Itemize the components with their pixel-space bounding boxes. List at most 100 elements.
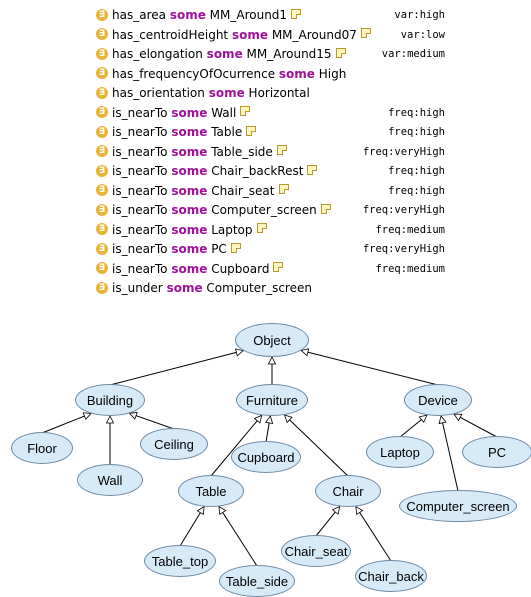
class-node-ceiling[interactable]: Ceiling xyxy=(140,428,208,460)
axiom-keyword: some xyxy=(206,47,243,61)
annotation-note-icon[interactable] xyxy=(273,262,284,272)
subclass-arrowhead xyxy=(438,415,447,425)
class-node-label: Table_top xyxy=(151,553,209,569)
class-node-floor[interactable]: Floor xyxy=(11,432,73,464)
axiom-row[interactable]: ∃ is_nearTo some Laptop freq:medium xyxy=(96,221,531,241)
class-node-label: Ceiling xyxy=(154,436,194,452)
axiom-annotation-value: freq:medium xyxy=(375,223,445,236)
axiom-filler: Cupboard xyxy=(211,261,270,276)
class-node-chair[interactable]: Chair xyxy=(315,475,381,507)
annotation-note-icon[interactable] xyxy=(360,28,371,38)
axiom-filler: MM_Around07 xyxy=(271,27,357,42)
axiom-filler: MM_Around15 xyxy=(246,47,332,61)
axiom-row[interactable]: ∃has_orientation some Horizontal xyxy=(96,84,531,104)
axiom-property: has_elongation xyxy=(112,47,203,61)
axiom-annotation-value: var:low xyxy=(400,28,445,41)
existential-icon: ∃ xyxy=(96,86,108,99)
annotation-note-icon[interactable] xyxy=(320,203,331,214)
subclass-arrowhead xyxy=(453,413,463,422)
axiom-keyword: some xyxy=(208,86,245,100)
class-node-object[interactable]: Object xyxy=(235,323,309,357)
axiom-property: has_orientation xyxy=(112,86,205,100)
axiom-filler: Table xyxy=(211,125,243,139)
existential-icon: ∃ xyxy=(96,145,108,157)
class-node-label: Wall xyxy=(97,472,123,488)
subclass-arrowhead xyxy=(253,414,263,424)
annotation-note-icon[interactable] xyxy=(278,184,289,194)
class-node-building[interactable]: Building xyxy=(75,384,145,416)
axiom-property: is_nearTo xyxy=(112,183,168,198)
annotation-note-icon[interactable] xyxy=(276,145,287,155)
class-node-furniture[interactable]: Furniture xyxy=(236,384,308,416)
subclass-arrowhead xyxy=(283,414,293,424)
annotation-note-icon[interactable] xyxy=(230,242,241,253)
class-node-device[interactable]: Device xyxy=(404,384,472,416)
existential-icon: ∃ xyxy=(96,28,108,40)
class-node-table-top[interactable]: Table_top xyxy=(144,545,216,577)
axiom-property: has_frequencyOfOcurrence xyxy=(112,66,276,81)
axiom-property: is_nearTo xyxy=(112,144,168,159)
existential-icon: ∃ xyxy=(96,47,108,60)
class-node-cupboard[interactable]: Cupboard xyxy=(231,441,301,473)
annotation-note-icon[interactable] xyxy=(335,47,346,58)
subclass-arrowhead xyxy=(218,505,227,515)
axiom-keyword: some xyxy=(166,281,203,295)
class-node-computer-screen[interactable]: Computer_screen xyxy=(399,490,517,522)
class-node-chair-seat[interactable]: Chair_seat xyxy=(281,535,351,567)
class-node-label: Device xyxy=(418,392,458,408)
axiom-row[interactable]: ∃has_frequencyOfOcurrence some High xyxy=(96,65,531,85)
class-node-label: Chair xyxy=(332,483,364,499)
annotation-note-icon[interactable] xyxy=(291,8,302,19)
subclass-edge xyxy=(109,350,244,386)
existential-icon: ∃ xyxy=(96,184,108,196)
existential-icon: ∃ xyxy=(96,223,108,235)
class-node-wall[interactable]: Wall xyxy=(77,464,143,496)
annotation-note-icon[interactable] xyxy=(240,106,251,116)
class-node-table[interactable]: Table xyxy=(178,475,244,507)
class-node-label: Object xyxy=(253,332,291,348)
subclass-edge xyxy=(453,413,498,438)
class-node-table-side[interactable]: Table_side xyxy=(219,565,295,597)
axiom-keyword: some xyxy=(171,222,208,237)
hierarchy-edges xyxy=(41,348,498,567)
subclass-edge xyxy=(218,506,258,567)
axiom-property: is_nearTo xyxy=(112,222,168,237)
annotation-note-icon[interactable] xyxy=(256,223,267,233)
class-node-laptop[interactable]: Laptop xyxy=(366,436,434,468)
axiom-annotation-value: freq:veryHigh xyxy=(362,243,445,255)
axiom-filler: High xyxy=(318,66,347,81)
axiom-keyword: some xyxy=(171,203,208,217)
axiom-filler: Laptop xyxy=(211,222,253,237)
axiom-property: is_nearTo xyxy=(112,125,168,139)
existential-icon: ∃ xyxy=(96,8,108,21)
subclass-arrowhead xyxy=(82,412,92,421)
class-node-label: Chair_seat xyxy=(284,543,348,559)
class-node-pc[interactable]: PC xyxy=(462,436,531,468)
axiom-filler: Chair_seat xyxy=(211,183,275,198)
annotation-note-icon[interactable] xyxy=(307,164,318,175)
class-node-chair-back[interactable]: Chair_back xyxy=(355,560,427,592)
annotation-note-icon[interactable] xyxy=(246,125,257,136)
axiom-row[interactable]: ∃is_under some Computer_screen xyxy=(96,279,531,299)
axiom-keyword: some xyxy=(171,164,208,178)
subclass-arrowhead xyxy=(234,348,245,357)
class-node-label: Table xyxy=(195,483,227,499)
axiom-property: is_under xyxy=(112,281,163,295)
subclass-edge xyxy=(41,412,92,434)
axiom-keyword: some xyxy=(171,242,208,256)
subclass-edge xyxy=(284,414,349,477)
subclass-edge xyxy=(210,415,263,477)
